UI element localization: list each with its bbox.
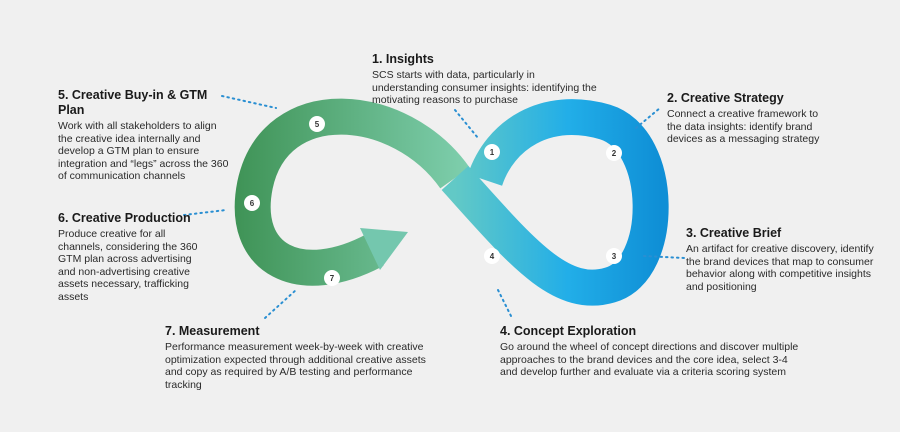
step-3-body: An artifact for creative discovery, iden… [686,243,874,293]
loop-right-band [441,99,669,306]
step-5-title: 5. Creative Buy-in & GTM Plan [58,88,208,117]
step-4-body: Go around the wheel of concept direction… [500,341,799,379]
step-4-concept-exploration: 4. Concept Exploration Go around the whe… [500,324,800,379]
step-2-body: Connect a creative framework to the data… [667,108,820,146]
connector-6 [183,209,227,216]
step-3-creative-brief: 3. Creative Brief An artifact for creati… [686,226,891,293]
connector-5 [221,95,277,109]
step-7-measurement: 7. Measurement Performance measurement w… [165,324,437,391]
step-1-body: SCS starts with data, particularly in un… [372,69,597,107]
marker-3-label: 3 [612,252,617,261]
connector-7 [264,289,297,319]
step-1-insights: 1. Insights SCS starts with data, partic… [372,52,602,107]
connector-1 [454,109,479,139]
connector-4 [497,289,513,319]
step-2-creative-strategy: 2. Creative Strategy Connect a creative … [667,91,827,146]
step-5-body: Work with all stakeholders to align the … [58,120,229,183]
connector-3 [643,255,685,259]
marker-6-label: 6 [250,199,255,208]
marker-5-label: 5 [315,120,320,129]
connector-lines [183,95,685,319]
step-6-creative-production: 6. Creative Production Produce creative … [58,211,208,304]
marker-2: 2 [606,145,622,161]
step-7-body: Performance measurement week-by-week wit… [165,341,426,391]
step-5-creative-buyin: 5. Creative Buy-in & GTM Plan Work with … [58,88,230,183]
loop-left-band [234,98,470,286]
marker-1: 1 [484,144,500,160]
step-6-title: 6. Creative Production [58,211,191,225]
marker-3: 3 [606,248,622,264]
step-7-title: 7. Measurement [165,324,260,338]
marker-7: 7 [324,270,340,286]
marker-4: 4 [484,248,500,264]
connector-2 [635,107,661,129]
step-6-body: Produce creative for all channels, consi… [58,228,198,303]
marker-7-label: 7 [330,274,335,283]
marker-4-label: 4 [490,252,495,261]
step-2-title: 2. Creative Strategy [667,91,784,105]
marker-1-label: 1 [490,148,495,157]
step-1-title: 1. Insights [372,52,434,66]
marker-2-label: 2 [612,149,617,158]
loop-arrow-head [360,228,408,270]
marker-6: 6 [244,195,260,211]
marker-5: 5 [309,116,325,132]
step-4-title: 4. Concept Exploration [500,324,637,338]
number-markers: 1 2 3 4 5 6 7 [244,116,622,286]
step-3-title: 3. Creative Brief [686,226,782,240]
